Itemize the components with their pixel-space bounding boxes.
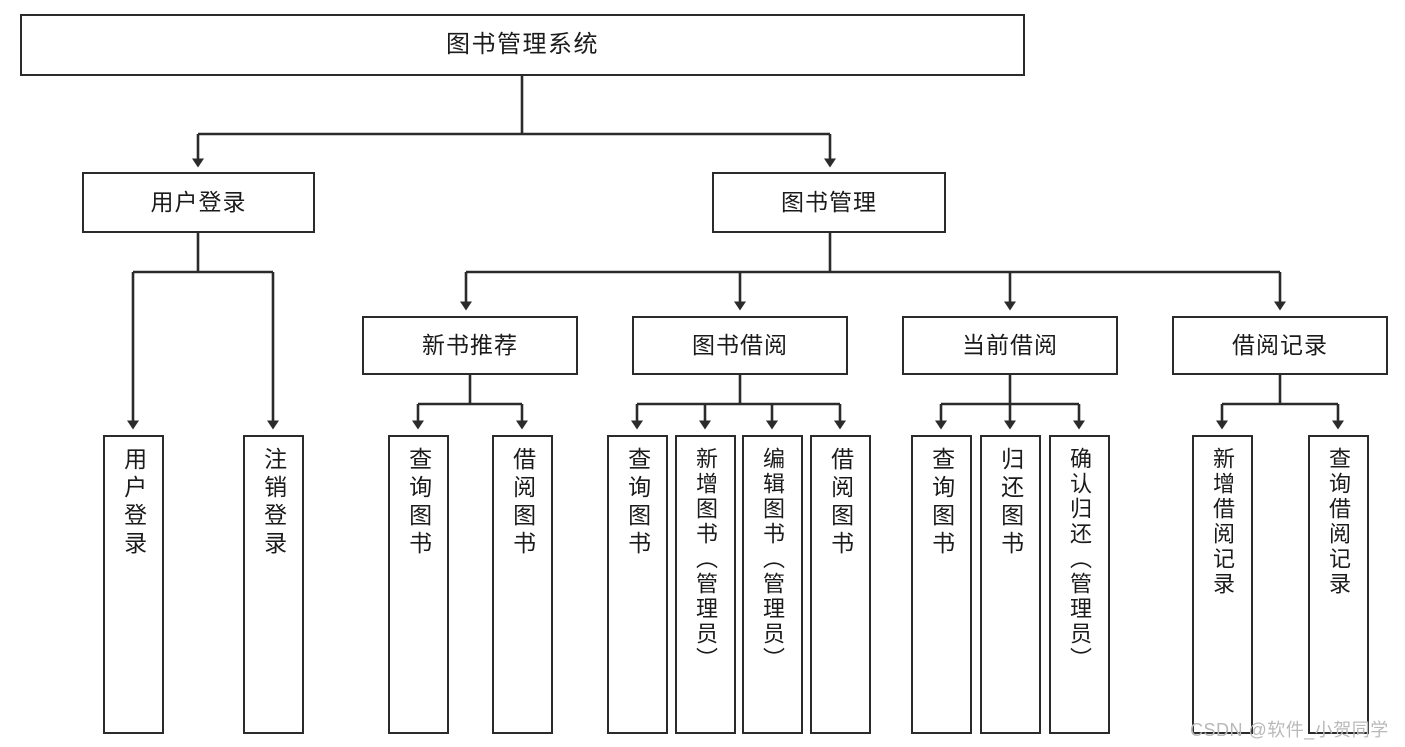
node-label: 新增借阅记录 xyxy=(1210,447,1236,597)
node-label: 查询图书 xyxy=(928,447,955,559)
node-current-borrowing[interactable]: 当前借阅 xyxy=(902,316,1118,375)
leaf-edit-book-admin[interactable]: 编辑图书（管理员） xyxy=(742,435,803,734)
node-user-login[interactable]: 用户登录 xyxy=(82,172,315,233)
node-label: 查询图书 xyxy=(405,447,432,559)
node-label: 图书管理系统 xyxy=(446,30,599,58)
node-label: 归还图书 xyxy=(997,447,1024,559)
node-label: 图书管理 xyxy=(781,188,877,215)
node-new-book-recommendation[interactable]: 新书推荐 xyxy=(362,316,578,375)
leaf-confirm-return-admin[interactable]: 确认归还（管理员） xyxy=(1049,435,1110,734)
leaf-logout-login[interactable]: 注销登录 xyxy=(243,435,304,734)
leaf-borrow-book-borrow[interactable]: 借阅图书 xyxy=(810,435,871,734)
leaf-query-book-borrow[interactable]: 查询图书 xyxy=(607,435,668,734)
node-label: 查询图书 xyxy=(624,447,651,559)
node-label: 确认归还（管理员） xyxy=(1067,447,1093,672)
csdn-watermark: CSDN @软件_小贺同学 xyxy=(1190,720,1389,740)
node-root-book-management-system[interactable]: 图书管理系统 xyxy=(20,14,1025,76)
leaf-query-book-new-rec[interactable]: 查询图书 xyxy=(388,435,449,734)
node-label: 借阅记录 xyxy=(1232,331,1328,358)
node-label: 用户登录 xyxy=(150,188,247,215)
leaf-borrow-book-new-rec[interactable]: 借阅图书 xyxy=(492,435,553,734)
node-label: 借阅图书 xyxy=(827,447,854,559)
leaf-return-book[interactable]: 归还图书 xyxy=(980,435,1041,734)
leaf-add-book-admin[interactable]: 新增图书（管理员） xyxy=(675,435,736,734)
leaf-query-borrow-record[interactable]: 查询借阅记录 xyxy=(1308,435,1369,734)
node-book-management[interactable]: 图书管理 xyxy=(712,172,946,233)
leaf-query-book-current[interactable]: 查询图书 xyxy=(911,435,972,734)
node-label: 借阅图书 xyxy=(509,447,536,559)
node-label: 注销登录 xyxy=(260,447,287,559)
node-borrowing-record[interactable]: 借阅记录 xyxy=(1172,316,1388,375)
node-label: 用户登录 xyxy=(120,447,147,559)
node-label: 查询借阅记录 xyxy=(1326,447,1352,597)
node-book-borrowing[interactable]: 图书借阅 xyxy=(632,316,848,375)
leaf-user-login[interactable]: 用户登录 xyxy=(103,435,164,734)
node-label: 新增图书（管理员） xyxy=(693,447,719,672)
node-label: 图书借阅 xyxy=(692,331,788,358)
leaf-add-borrow-record[interactable]: 新增借阅记录 xyxy=(1192,435,1253,734)
node-label: 编辑图书（管理员） xyxy=(760,447,786,672)
node-label: 新书推荐 xyxy=(422,331,518,358)
node-label: 当前借阅 xyxy=(962,331,1058,358)
